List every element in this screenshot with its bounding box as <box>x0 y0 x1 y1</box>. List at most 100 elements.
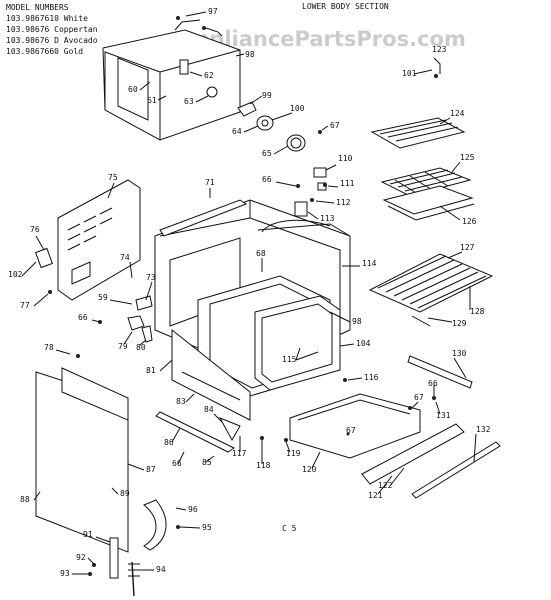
callout-125[interactable]: 125 <box>460 153 475 162</box>
model-number-2: 103.98676 Coppertan <box>6 25 98 34</box>
callout-132[interactable]: 132 <box>476 425 491 434</box>
section-title: LOWER BODY SECTION <box>302 2 389 11</box>
callout-67-right[interactable]: 67 <box>414 393 424 402</box>
callout-60[interactable]: 60 <box>128 85 138 94</box>
callout-118[interactable]: 118 <box>256 461 271 470</box>
callout-83[interactable]: 83 <box>176 397 186 406</box>
callout-74[interactable]: 74 <box>120 253 130 262</box>
oven-rack-127 <box>368 253 494 327</box>
callout-121[interactable]: 121 <box>368 491 383 500</box>
model-number-4: 103.9867660 Gold <box>6 47 83 56</box>
callout-97[interactable]: 97 <box>208 7 218 16</box>
callout-131[interactable]: 131 <box>436 411 451 420</box>
broiler-pan-126 <box>382 185 475 221</box>
upper-oven-cavity <box>102 19 241 141</box>
lower-frame <box>171 328 251 421</box>
model-number-1: 103.9867610 White <box>6 14 88 23</box>
callout-84[interactable]: 84 <box>204 405 214 414</box>
callout-100[interactable]: 100 <box>290 104 305 113</box>
callout-61[interactable]: 61 <box>147 96 157 105</box>
callout-81[interactable]: 81 <box>146 366 156 375</box>
callout-85[interactable]: 85 <box>202 458 212 467</box>
side-panel <box>35 367 129 553</box>
callout-96[interactable]: 96 <box>188 505 198 514</box>
callout-79[interactable]: 79 <box>118 342 128 351</box>
callout-98-mid[interactable]: 98 <box>352 317 362 326</box>
callout-71[interactable]: 71 <box>205 178 215 187</box>
bracket-84 <box>218 417 241 442</box>
callout-66-right[interactable]: 66 <box>428 379 438 388</box>
callout-75[interactable]: 75 <box>108 173 118 182</box>
callout-87[interactable]: 87 <box>146 465 156 474</box>
callout-65[interactable]: 65 <box>262 149 272 158</box>
callout-89[interactable]: 89 <box>120 489 130 498</box>
callout-128[interactable]: 128 <box>470 307 485 316</box>
callout-92[interactable]: 92 <box>76 553 86 562</box>
drawer-front <box>361 423 465 485</box>
callout-66-low[interactable]: 66 <box>172 459 182 468</box>
callout-62[interactable]: 62 <box>204 71 214 80</box>
callout-67-drawer[interactable]: 67 <box>346 426 356 435</box>
rack-guide-123 <box>433 57 441 78</box>
callout-112[interactable]: 112 <box>336 198 351 207</box>
callout-66-top[interactable]: 66 <box>262 175 272 184</box>
model-number-3: 103.98676 D Avocado <box>6 36 98 45</box>
drawer-rail-132 <box>411 441 501 499</box>
callout-126[interactable]: 126 <box>462 217 477 226</box>
callout-94[interactable]: 94 <box>156 565 166 574</box>
callout-120[interactable]: 120 <box>302 465 317 474</box>
callout-95[interactable]: 95 <box>202 523 212 532</box>
callout-68[interactable]: 68 <box>256 249 266 258</box>
callout-63[interactable]: 63 <box>184 97 194 106</box>
door-hinge <box>109 499 167 597</box>
top-trim-71 <box>159 199 248 237</box>
callout-129[interactable]: 129 <box>452 319 467 328</box>
screw-97 <box>176 16 180 20</box>
callout-115[interactable]: 115 <box>282 355 297 364</box>
callout-116[interactable]: 116 <box>364 373 379 382</box>
callout-78[interactable]: 78 <box>44 343 54 352</box>
back-panel-75 <box>34 179 141 301</box>
callout-98-top[interactable]: 98 <box>245 50 255 59</box>
callout-117[interactable]: 117 <box>232 449 247 458</box>
callout-77[interactable]: 77 <box>20 301 30 310</box>
kick-plate-86 <box>155 411 236 453</box>
callout-76[interactable]: 76 <box>30 225 40 234</box>
callout-59[interactable]: 59 <box>98 293 108 302</box>
callout-73[interactable]: 73 <box>146 273 156 282</box>
model-numbers-title: MODEL NUMBERS <box>6 3 69 12</box>
callout-91[interactable]: 91 <box>83 530 93 539</box>
switch-parts <box>294 167 327 217</box>
footer-code: C 5 <box>282 524 297 533</box>
callout-64[interactable]: 64 <box>232 127 242 136</box>
callout-80[interactable]: 80 <box>136 343 146 352</box>
callout-119[interactable]: 119 <box>286 449 301 458</box>
callout-114[interactable]: 114 <box>362 259 377 268</box>
callout-127[interactable]: 127 <box>460 243 475 252</box>
bake-element-terminal <box>237 101 322 152</box>
callout-110[interactable]: 110 <box>338 154 353 163</box>
oven-rack-124 <box>370 117 466 149</box>
broiler-grid-125 <box>380 167 472 197</box>
callout-111[interactable]: 111 <box>340 179 355 188</box>
callout-113[interactable]: 113 <box>320 214 335 223</box>
callout-102[interactable]: 102 <box>8 270 23 279</box>
callout-101[interactable]: 101 <box>402 69 417 78</box>
callout-93[interactable]: 93 <box>60 569 70 578</box>
callout-66-mid[interactable]: 66 <box>78 313 88 322</box>
callout-124[interactable]: 124 <box>450 109 465 118</box>
callout-123[interactable]: 123 <box>432 45 447 54</box>
callout-99[interactable]: 99 <box>262 91 272 100</box>
screw-64-top <box>202 26 206 30</box>
callout-88[interactable]: 88 <box>20 495 30 504</box>
callout-122[interactable]: 122 <box>378 481 393 490</box>
callout-130[interactable]: 130 <box>452 349 467 358</box>
callout-104[interactable]: 104 <box>356 339 371 348</box>
callout-86[interactable]: 86 <box>164 438 174 447</box>
oven-liner <box>197 275 341 397</box>
callout-67-top[interactable]: 67 <box>330 121 340 130</box>
storage-drawer <box>289 393 421 459</box>
drawer-rail-130 <box>407 355 473 389</box>
